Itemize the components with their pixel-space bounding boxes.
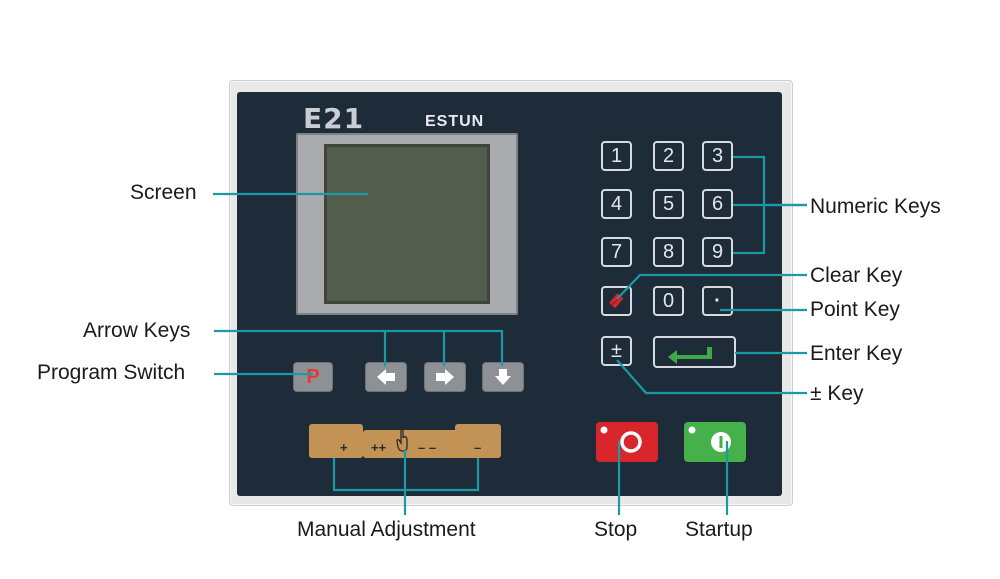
hand-icon [396, 425, 408, 452]
key-1[interactable]: 1 [601, 141, 632, 171]
label-enter-key: Enter Key [810, 342, 903, 365]
key-2[interactable]: 2 [653, 141, 684, 171]
label-screen: Screen [130, 181, 197, 204]
stop-icon [600, 426, 642, 453]
enter-arrow-icon [668, 347, 712, 364]
label-numeric-keys: Numeric Keys [810, 195, 941, 218]
label-stop: Stop [594, 518, 638, 541]
manual-plusplus-label: ++ [371, 440, 387, 455]
key-6[interactable]: 6 [702, 189, 733, 219]
manual-minus-key[interactable] [455, 424, 501, 458]
clear-key[interactable] [601, 286, 632, 316]
key-8[interactable]: 8 [653, 237, 684, 267]
program-switch-key[interactable]: P [293, 362, 333, 392]
manual-plus-label: + [340, 440, 348, 455]
manual-center-key[interactable] [363, 430, 459, 458]
label-plusminus-key: ± Key [810, 382, 864, 405]
manual-minusminus-label: – – [418, 440, 437, 455]
key-7[interactable]: 7 [601, 237, 632, 267]
arrow-down-icon [495, 369, 511, 385]
stop-button[interactable] [596, 422, 658, 462]
label-clear-key: Clear Key [810, 264, 903, 287]
label-startup: Startup [685, 518, 753, 541]
model-name: E21 [303, 102, 365, 135]
program-key-label: P [306, 365, 320, 388]
lcd-screen [324, 144, 490, 304]
key-0[interactable]: 0 [653, 286, 684, 316]
arrow-down-key[interactable] [482, 362, 524, 392]
plus-minus-key[interactable]: ± [601, 336, 632, 366]
manual-minus-label: – [474, 440, 482, 455]
label-point-key: Point Key [810, 298, 900, 321]
key-9[interactable]: 9 [702, 237, 733, 267]
brand-logo: ESTUN [425, 113, 485, 130]
label-manual-adjustment: Manual Adjustment [297, 518, 476, 541]
manual-plus-key[interactable] [309, 424, 363, 458]
key-3[interactable]: 3 [702, 141, 733, 171]
enter-key[interactable] [653, 336, 736, 368]
arrow-right-icon [436, 369, 454, 385]
label-arrow-keys: Arrow Keys [83, 319, 191, 342]
arrow-right-key[interactable] [424, 362, 466, 392]
key-4[interactable]: 4 [601, 189, 632, 219]
key-5[interactable]: 5 [653, 189, 684, 219]
arrow-left-icon [377, 369, 395, 385]
label-program-switch: Program Switch [37, 361, 186, 384]
